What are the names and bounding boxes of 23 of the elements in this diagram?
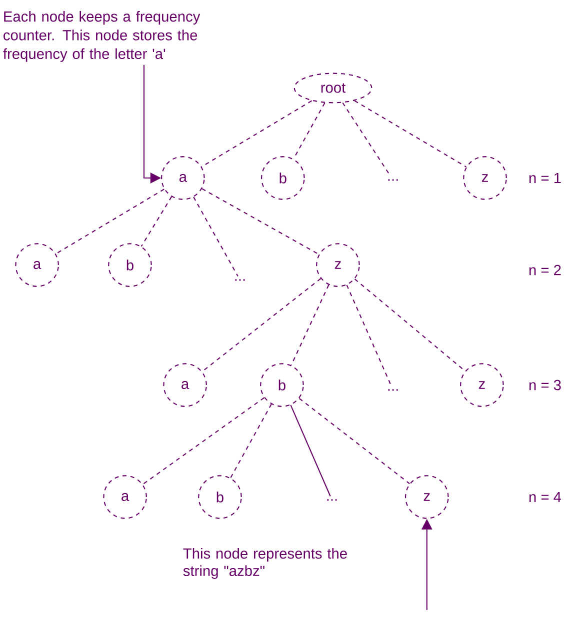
ellipsis: ... bbox=[327, 499, 337, 501]
tree-edge bbox=[290, 284, 330, 366]
tree-edge bbox=[346, 284, 392, 386]
tree-edge bbox=[230, 404, 272, 478]
ellipsis: ... bbox=[235, 279, 245, 281]
tree-edge bbox=[202, 188, 320, 255]
tree-edge bbox=[354, 100, 467, 168]
ellipsis: ... bbox=[388, 389, 398, 391]
tree-edge bbox=[299, 398, 410, 484]
tree-edge bbox=[201, 100, 312, 168]
tree-edge bbox=[142, 397, 265, 485]
tree-edge bbox=[193, 196, 238, 277]
level-label: n = 4 bbox=[530, 492, 562, 502]
level-label: n = 3 bbox=[530, 380, 561, 390]
annotation-text: This node represents the string "azbz" bbox=[183, 548, 347, 579]
tree-edge bbox=[56, 188, 164, 254]
tree-edge bbox=[140, 196, 172, 247]
level-label: n = 1 bbox=[530, 172, 561, 184]
tree-edge bbox=[202, 278, 322, 372]
ellipsis: ... bbox=[388, 179, 398, 181]
tree-edge bbox=[290, 404, 331, 496]
level-label: n = 2 bbox=[530, 264, 561, 276]
annotation-text: Each node keeps a frequency counter. This node stores the frequency of the letter 'a' bbox=[3, 10, 200, 62]
